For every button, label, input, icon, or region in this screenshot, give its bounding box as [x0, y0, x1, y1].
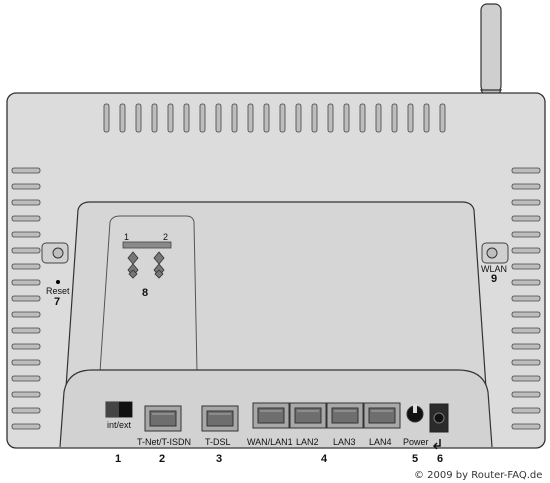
dc-power-jack: [429, 403, 449, 450]
callout-8: 8: [142, 287, 149, 299]
tnet-tisdn-label: T-Net/T-ISDN: [137, 437, 192, 447]
lan2-label: LAN2: [296, 437, 319, 447]
int-ext-switch: [105, 401, 133, 418]
reset-label: Reset: [46, 286, 70, 296]
callout-5: 5: [412, 453, 419, 465]
power-switch: [406, 404, 424, 423]
recess-inner: [99, 215, 198, 373]
callout-6: 6: [437, 453, 444, 465]
port-tnet-tisdn: [144, 405, 182, 432]
callout-4: 4: [321, 453, 328, 465]
wlan-button-shape: [481, 242, 509, 264]
lan3-label: LAN3: [333, 437, 356, 447]
callout-7: 7: [54, 296, 61, 308]
copyright-text: © 2009 by Router-FAQ.de: [414, 470, 543, 481]
top-vents: [103, 103, 446, 133]
callout-2: 2: [159, 453, 166, 465]
wlan-label: WLAN: [481, 264, 508, 274]
rj-ports: [144, 402, 401, 432]
port-lan4: [363, 402, 401, 429]
reset-button-shape: [41, 242, 69, 284]
left-side-vents: [11, 167, 41, 430]
dip-switches: [122, 241, 172, 279]
callout-9: 9: [491, 273, 498, 285]
power-label: Power: [403, 437, 429, 447]
port-lan2: [289, 402, 327, 429]
wan-lan1-label: WAN/LAN1: [247, 437, 293, 447]
tdsl-label: T-DSL: [205, 437, 231, 447]
dip-label-1: 1: [124, 232, 130, 242]
callout-3: 3: [216, 453, 223, 465]
port-tdsl: [201, 405, 239, 432]
port-wan-lan1: [252, 402, 290, 429]
dip-label-2: 2: [163, 232, 169, 242]
port-lan3: [326, 402, 364, 429]
int-ext-label: int/ext: [107, 420, 132, 430]
lan4-label: LAN4: [369, 437, 392, 447]
callout-1: 1: [115, 453, 122, 465]
right-side-vents: [511, 167, 541, 430]
